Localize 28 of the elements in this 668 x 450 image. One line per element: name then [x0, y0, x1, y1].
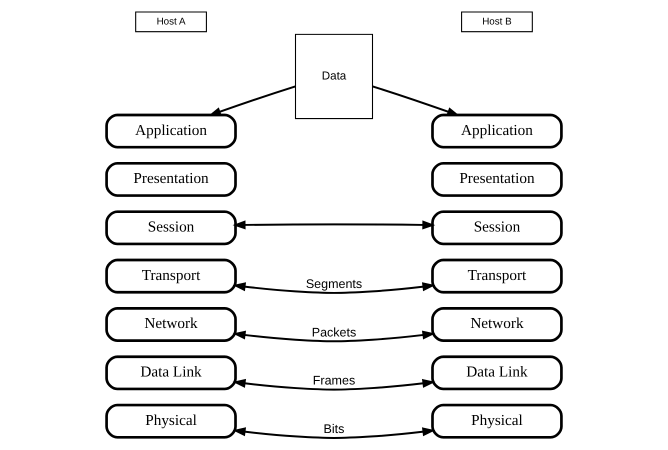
node-box: Physical [431, 404, 563, 439]
arrow [232, 330, 436, 342]
node-box: Presentation [105, 162, 237, 197]
node-box: Data [294, 34, 374, 120]
arrow [232, 378, 436, 391]
node-box: Network [105, 307, 237, 342]
node-box: Presentation [431, 162, 563, 197]
node-box: Transport [105, 258, 237, 294]
node-box: Session [431, 210, 563, 246]
node-box: Application [431, 114, 563, 149]
edge-label: Frames [312, 374, 356, 388]
node-box: Network [431, 307, 563, 342]
node-box: Physical [105, 404, 237, 439]
node-box: Application [105, 114, 237, 149]
node-box: Host A [135, 11, 207, 32]
arrow [232, 427, 436, 439]
arrow [232, 282, 436, 294]
node-box: Data Link [105, 355, 237, 390]
edge-label: Packets [312, 325, 356, 340]
node-box: Host B [461, 11, 533, 32]
edge-label: Segments [306, 276, 362, 291]
edge-label: Bits [324, 422, 344, 436]
node-box: Session [105, 210, 237, 246]
arrow [208, 85, 296, 116]
node-box: Transport [431, 258, 563, 294]
node-box: Data Link [431, 355, 563, 390]
arrow [232, 220, 436, 230]
arrow [372, 85, 460, 116]
